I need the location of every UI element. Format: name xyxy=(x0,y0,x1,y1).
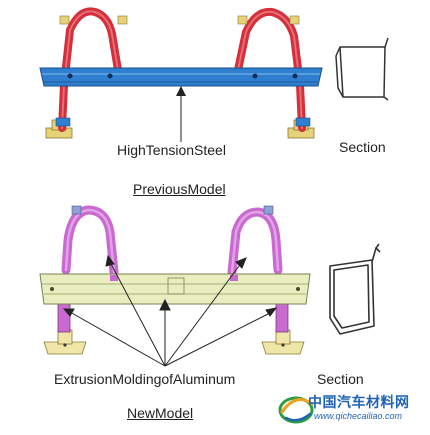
model-label-bottom: NewModel xyxy=(127,405,194,421)
section-label-top: Section xyxy=(339,139,386,155)
right-aluminum-foot xyxy=(261,329,305,355)
previous-section-drawing xyxy=(335,37,389,101)
watermark-logo-icon xyxy=(278,396,314,424)
new-section-drawing xyxy=(329,243,381,335)
watermark-url: www.qichecailiao.com xyxy=(314,411,403,421)
site-watermark: 中国汽车材料网 www.qichecailiao.com xyxy=(276,388,428,428)
material-label-bottom: ExtrusionMoldingofAluminum xyxy=(54,371,236,387)
steel-pointer-arrow xyxy=(176,86,186,142)
watermark-title: 中国汽车材料网 xyxy=(308,395,410,411)
new-model-drawing xyxy=(39,205,311,367)
section-label-bottom: Section xyxy=(317,371,364,387)
aluminum-cross-beam xyxy=(39,273,311,305)
material-label-top: HighTensionSteel xyxy=(117,142,226,158)
model-label-top: PreviousModel xyxy=(133,181,226,197)
aluminum-pointer-arrows xyxy=(62,254,278,367)
steel-cross-beam xyxy=(39,67,323,87)
previous-model-drawing xyxy=(39,7,323,142)
left-aluminum-foot xyxy=(43,329,87,355)
